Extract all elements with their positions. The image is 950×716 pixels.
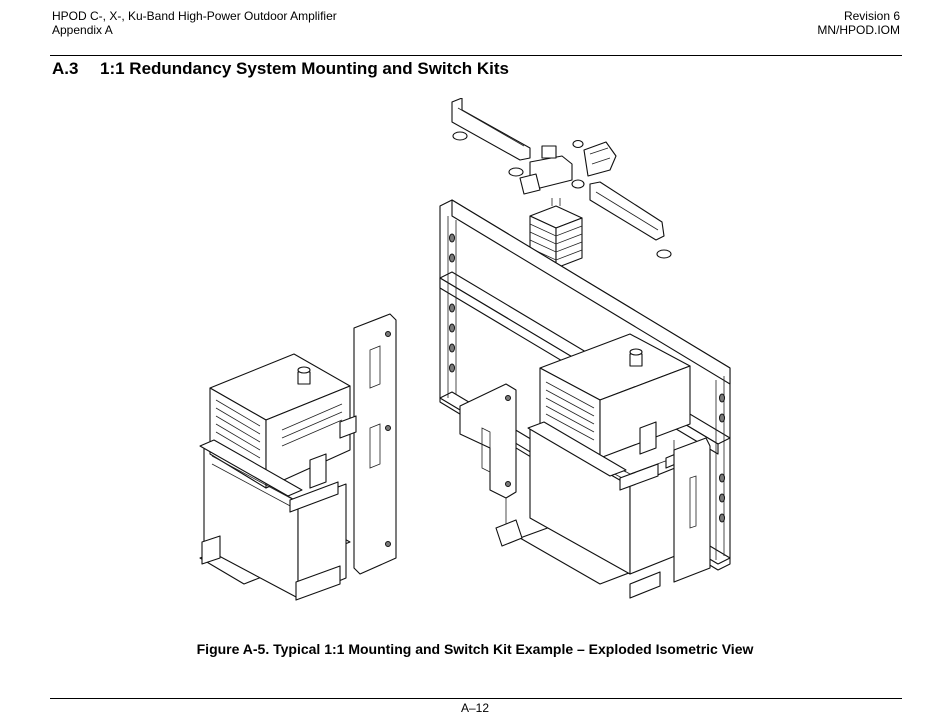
right-amplifier-unit [519, 333, 711, 585]
appendix-label: Appendix A [52, 23, 113, 37]
page-number: A–12 [460, 701, 490, 715]
figure-caption: Figure A-5. Typical 1:1 Mounting and Swi… [196, 641, 754, 657]
document-title: HPOD C-, X-, Ku-Band High-Power Outdoor … [52, 9, 337, 23]
section-title: 1:1 Redundancy System Mounting and Switc… [100, 59, 509, 78]
document-number: MN/HPOD.IOM [817, 23, 900, 37]
left-amplifier-unit [199, 353, 351, 601]
running-header-right: Revision 6 MN/HPOD.IOM [817, 9, 900, 37]
running-header-left: HPOD C-, X-, Ku-Band High-Power Outdoor … [52, 9, 337, 37]
header-rule [50, 55, 902, 56]
revision-label: Revision 6 [843, 9, 900, 23]
section-heading: A.3 1:1 Redundancy System Mounting and Sw… [52, 59, 509, 79]
left-mounting-bracket [339, 313, 397, 575]
right-mounting-bracket [459, 383, 711, 599]
section-number: A.3 [52, 59, 79, 78]
footer-rule [50, 698, 902, 699]
exploded-isometric-figure [190, 97, 750, 618]
